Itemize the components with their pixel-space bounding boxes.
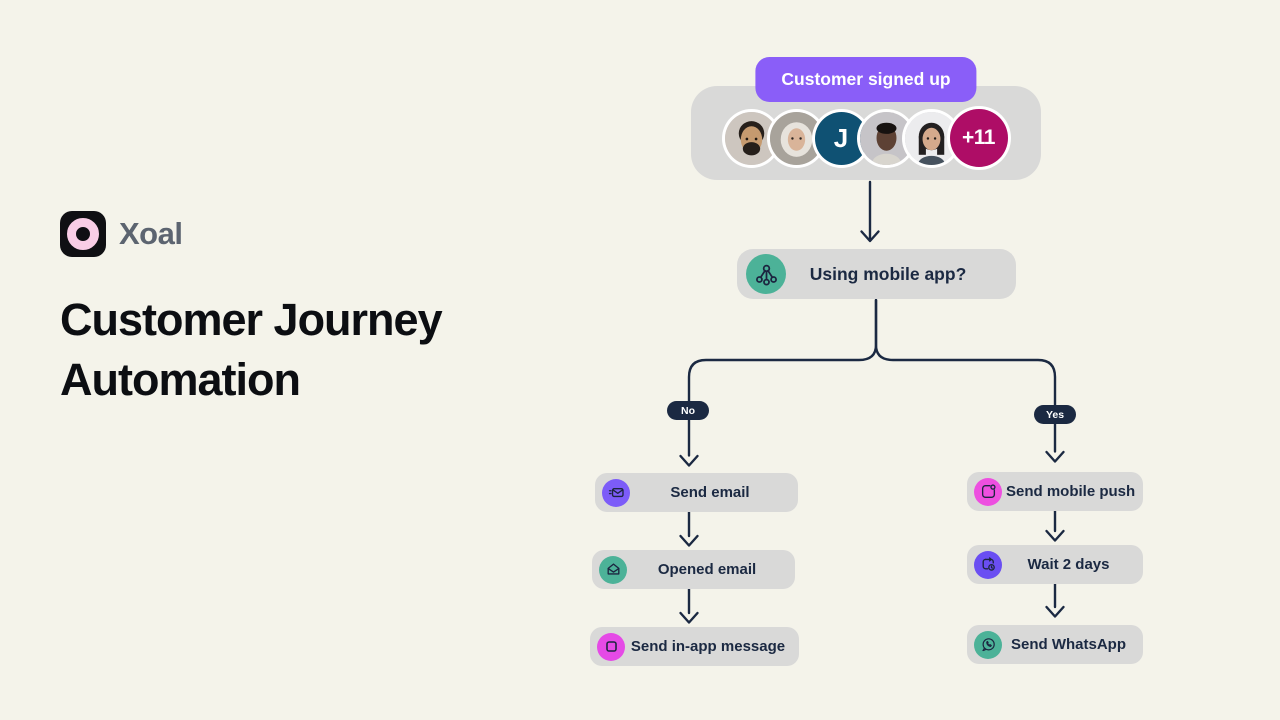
node-using-mobile-app[interactable]: Using mobile app? (737, 249, 1016, 299)
arrowhead-icon (679, 454, 699, 467)
node-label: Send email (670, 484, 750, 501)
branch-label-yes: Yes (1034, 405, 1076, 424)
arrowhead-icon (1045, 450, 1065, 463)
avatar-man-with-beard (724, 111, 778, 165)
node-send-in-app-message[interactable]: Send in-app message (590, 627, 799, 666)
page-title: Customer Journey Automation (60, 294, 443, 405)
send-email-icon (602, 478, 630, 507)
node-send-whatsapp[interactable]: Send WhatsApp (967, 625, 1143, 664)
xoal-logo-icon (60, 211, 106, 257)
node-opened-email[interactable]: Opened email (592, 550, 795, 589)
avatar-woman-with-headscarf (769, 111, 823, 165)
connector-branch-yes (874, 298, 1057, 453)
node-label: Wait 2 days (1027, 556, 1110, 573)
trigger-label[interactable]: Customer signed up (755, 57, 977, 102)
trigger-node[interactable]: Customer signed up J (691, 57, 1041, 180)
wait-icon (974, 550, 1002, 579)
in-app-message-icon (597, 632, 625, 661)
split-icon (746, 254, 786, 294)
connector-branch-no (687, 298, 878, 457)
brand-row: Xoal (60, 211, 183, 257)
node-label: Send in-app message (630, 638, 786, 655)
node-wait-2-days[interactable]: Wait 2 days (967, 545, 1143, 584)
node-label: Send WhatsApp (1011, 636, 1126, 653)
mobile-push-icon (974, 477, 1002, 506)
opened-email-icon (599, 555, 627, 584)
branch-label-no: No (667, 401, 709, 420)
arrowhead-icon (679, 534, 699, 547)
node-label: Using mobile app? (809, 263, 967, 284)
avatar-young-man (859, 111, 913, 165)
node-label: Send mobile push (1006, 483, 1136, 500)
avatar-overflow-count[interactable]: +11 (949, 109, 1008, 167)
node-send-email[interactable]: Send email (595, 473, 798, 512)
whatsapp-icon (974, 630, 1002, 659)
avatar-letter: J (814, 111, 868, 165)
logo-ring-icon (67, 218, 99, 250)
avatar-woman-dark-hair (904, 111, 958, 165)
arrowhead-icon (1045, 529, 1065, 542)
avatar-group: J +11 (691, 86, 1041, 180)
node-send-mobile-push[interactable]: Send mobile push (967, 472, 1143, 511)
arrowhead-icon (679, 611, 699, 624)
node-label: Opened email (657, 561, 757, 578)
arrowhead-icon (860, 230, 880, 243)
brand-name: Xoal (119, 216, 183, 251)
arrowhead-icon (1045, 605, 1065, 618)
